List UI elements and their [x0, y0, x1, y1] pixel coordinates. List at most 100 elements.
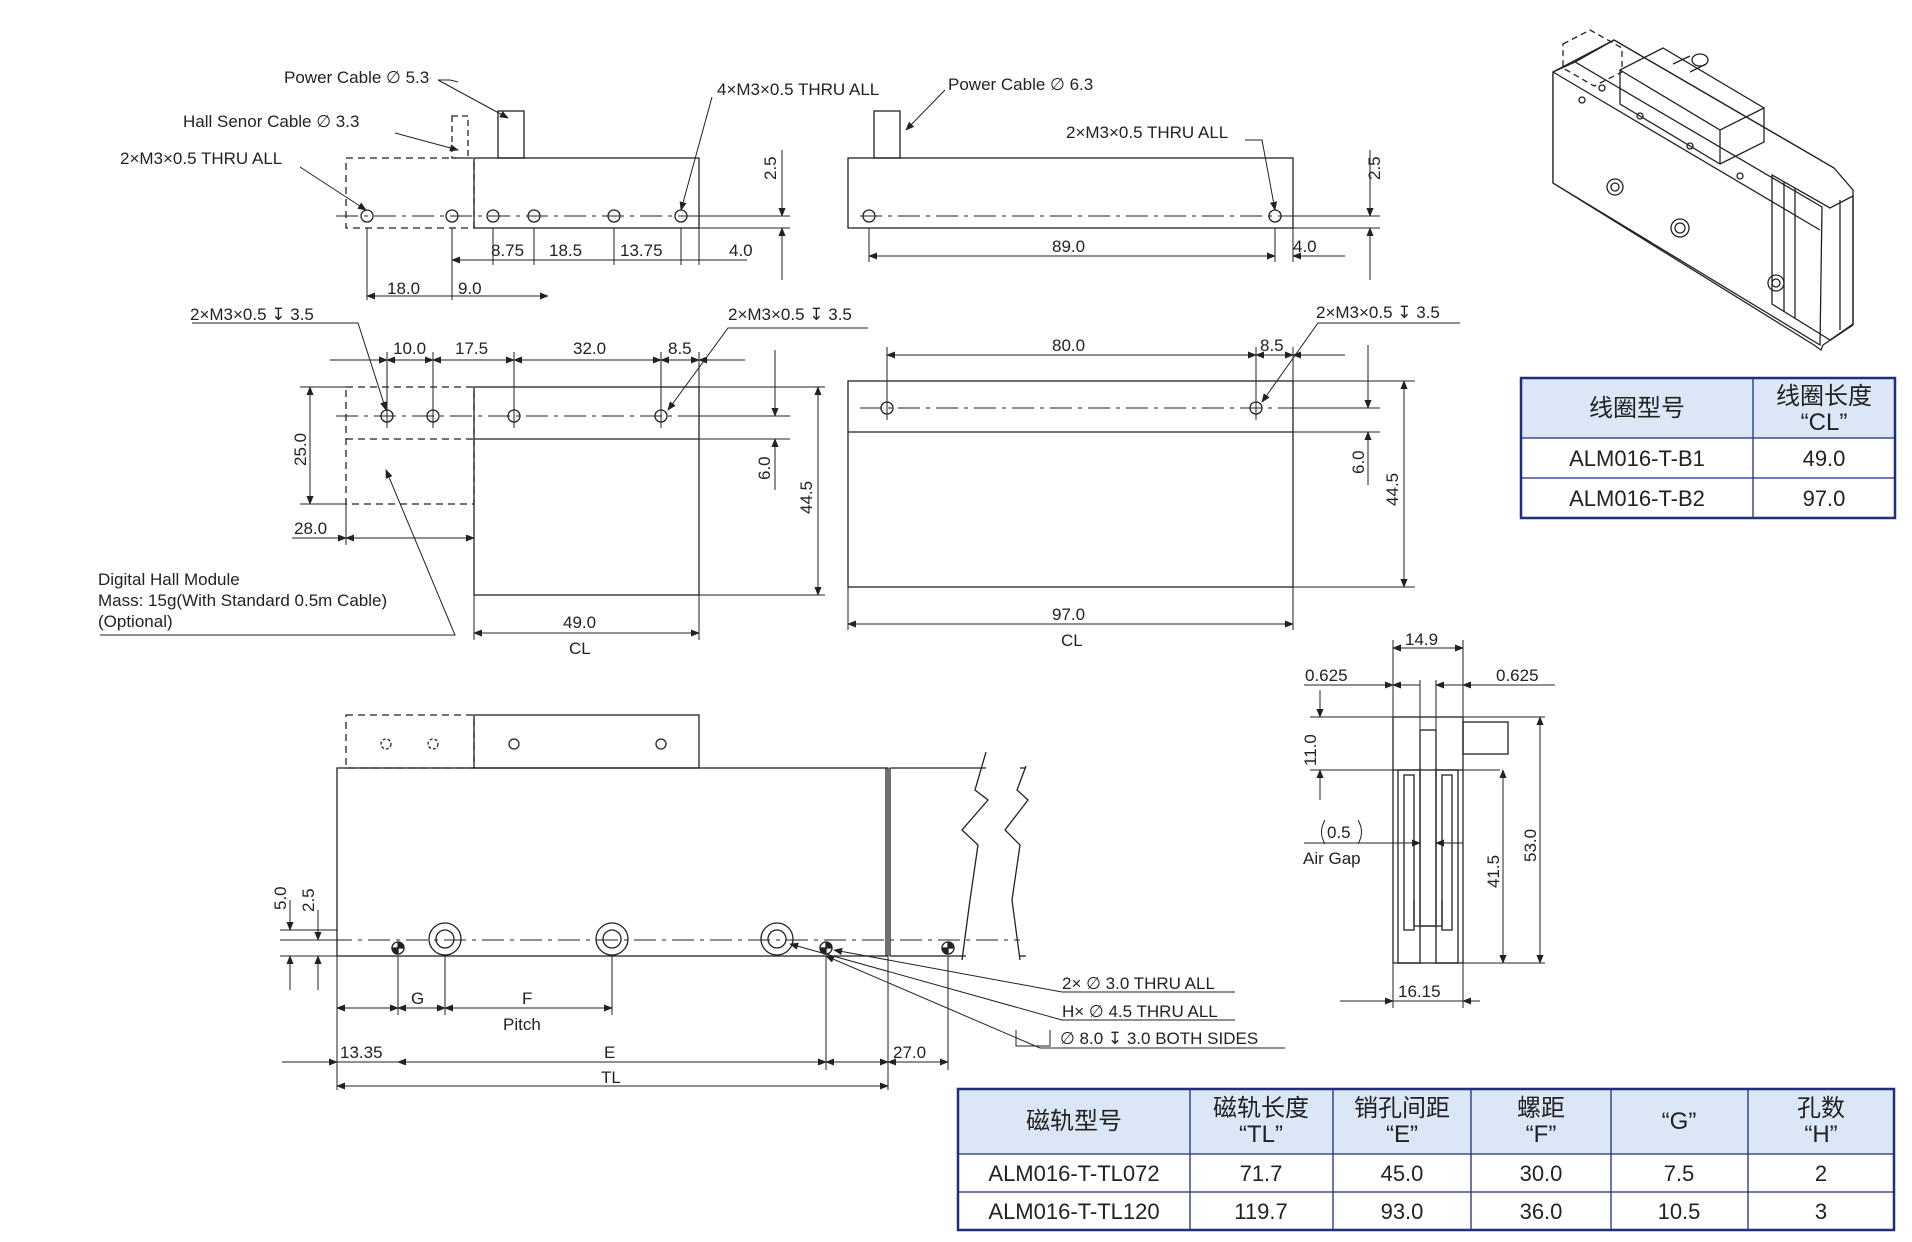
dim-pitch: Pitch	[503, 1015, 541, 1034]
dim-g: G	[411, 989, 424, 1008]
track-row2-model: ALM016-T-TL120	[988, 1199, 1159, 1224]
dim-14-9: 14.9	[1405, 630, 1438, 649]
coil-row2-model: ALM016-T-B2	[1569, 486, 1705, 511]
track-labels: 2× ∅ 3.0 THRU ALL H× ∅ 4.5 THRU ALL ∅ 8.…	[271, 886, 1258, 1087]
track-header-tl-1: 磁轨长度	[1213, 1095, 1309, 1122]
front-left-view	[100, 322, 868, 640]
track-row1-h: 2	[1815, 1161, 1827, 1186]
side-view	[1304, 640, 1555, 1008]
dim-53-0: 53.0	[1521, 829, 1540, 862]
track-row2-f: 36.0	[1520, 1199, 1563, 1224]
coil-table: 线圈型号 线圈长度 “CL” ALM016-T-B1 49.0 ALM016-T…	[1519, 376, 1897, 520]
dim-13-75: 13.75	[620, 241, 663, 260]
front-left-labels: 2×M3×0.5 ↧ 3.5 2×M3×0.5 ↧ 3.5 10.0 17.5 …	[98, 305, 852, 658]
dim-tl: TL	[601, 1068, 621, 1087]
label-air-gap: Air Gap	[1303, 849, 1361, 868]
dim-8-75: 8.75	[491, 241, 524, 260]
note-power-cable-6-3: Power Cable ∅ 6.3	[948, 75, 1093, 94]
coil-row1-model: ALM016-T-B1	[1569, 446, 1705, 471]
track-header-tl-2: “TL”	[1239, 1121, 1283, 1148]
dim-0-5: 0.5	[1327, 823, 1351, 842]
front-right-labels: 2×M3×0.5 ↧ 3.5 80.0 8.5 6.0 44.5 97.0 CL	[1052, 303, 1440, 650]
dim-18-0: 18.0	[387, 279, 420, 298]
top-right-labels: Power Cable ∅ 6.3 2×M3×0.5 THRU ALL 89.0…	[948, 75, 1384, 256]
note-thru-right: 4×M3×0.5 THRU ALL	[717, 80, 879, 99]
dim-2-5-right: 2.5	[1365, 156, 1384, 180]
note-thru-2x: 2×M3×0.5 THRU ALL	[1066, 123, 1228, 142]
dim-44-5: 44.5	[797, 481, 816, 514]
note-hall-module: Digital Hall Module	[98, 570, 240, 589]
dim-44-5-right: 44.5	[1383, 473, 1402, 506]
track-row1-e: 45.0	[1381, 1161, 1424, 1186]
track-row2-e: 93.0	[1381, 1199, 1424, 1224]
track-header-f-2: “F”	[1526, 1121, 1557, 1148]
track-row1-f: 30.0	[1520, 1161, 1563, 1186]
note-hole-4-5: H× ∅ 4.5 THRU ALL	[1062, 1002, 1218, 1021]
note-hall-cable: Hall Senor Cable ∅ 3.3	[183, 112, 359, 131]
side-labels: 14.9 0.625 0.625 11.0 0.5 Air Gap 41.5 5…	[1301, 630, 1540, 1001]
dim-25-0: 25.0	[291, 433, 310, 466]
dim-4-0: 4.0	[729, 241, 753, 260]
dim-8-5: 8.5	[668, 339, 692, 358]
dim-16-15: 16.15	[1398, 982, 1441, 1001]
track-row1-model: ALM016-T-TL072	[988, 1161, 1159, 1186]
iso-view	[1552, 29, 1854, 352]
track-header-h-2: “H”	[1804, 1121, 1837, 1148]
note-hall-mass: Mass: 15g(With Standard 0.5m Cable)	[98, 591, 387, 610]
dim-4-0-right: 4.0	[1293, 237, 1317, 256]
note-thru-left: 2×M3×0.5 THRU ALL	[120, 149, 282, 168]
dim-f: F	[522, 989, 532, 1008]
dim-2-5: 2.5	[761, 156, 780, 180]
dim-97-0: 97.0	[1052, 605, 1085, 624]
dim-41-5: 41.5	[1484, 855, 1503, 888]
dim-e: E	[604, 1043, 615, 1062]
track-header-e-2: “E”	[1386, 1121, 1418, 1148]
track-view	[280, 714, 1285, 1090]
top-right-view	[847, 89, 1380, 280]
coil-row2-length: 97.0	[1803, 486, 1846, 511]
note-hole-8-0: ∅ 8.0 ↧ 3.0 BOTH SIDES	[1060, 1029, 1258, 1048]
top-left-labels: Power Cable ∅ 5.3 Hall Senor Cable ∅ 3.3…	[120, 68, 879, 298]
dim-17-5: 17.5	[455, 339, 488, 358]
track-table: 磁轨型号 磁轨长度 “TL” 销孔间距 “E” 螺距 “F” “G” 孔数 “H…	[956, 1087, 1896, 1232]
dim-8-5-right: 8.5	[1260, 336, 1284, 355]
top-left-view	[299, 79, 790, 300]
dim-11-0: 11.0	[1301, 734, 1320, 766]
coil-header-length-1: 线圈长度	[1776, 383, 1872, 410]
front-right-view	[847, 322, 1460, 630]
coil-header-model: 线圈型号	[1589, 395, 1685, 422]
note-tap-right: 2×M3×0.5 ↧ 3.5	[728, 305, 852, 324]
dim-9-0: 9.0	[458, 279, 482, 298]
track-header-e-1: 销孔间距	[1354, 1095, 1450, 1122]
dim-6-0-right: 6.0	[1349, 450, 1368, 474]
dim-27-0: 27.0	[893, 1043, 926, 1062]
track-header-f-1: 螺距	[1517, 1095, 1565, 1122]
note-hole-3-0: 2× ∅ 3.0 THRU ALL	[1062, 974, 1215, 993]
dim-32-0: 32.0	[573, 339, 606, 358]
track-row2-h: 3	[1815, 1199, 1827, 1224]
note-tap-front-right: 2×M3×0.5 ↧ 3.5	[1316, 303, 1440, 322]
dim-cl-left: CL	[569, 639, 591, 658]
dim-6-0: 6.0	[755, 456, 774, 480]
dim-28-0: 28.0	[294, 519, 327, 538]
track-row2-tl: 119.7	[1234, 1199, 1287, 1224]
coil-row1-length: 49.0	[1803, 446, 1846, 471]
dim-2-5-track: 2.5	[299, 888, 318, 912]
dim-10-0: 10.0	[393, 339, 426, 358]
track-header-h-1: 孔数	[1797, 1095, 1845, 1122]
dim-80-0: 80.0	[1052, 336, 1085, 355]
dim-18-5: 18.5	[549, 241, 582, 260]
note-tap-left: 2×M3×0.5 ↧ 3.5	[190, 305, 314, 324]
dim-0-625-left: 0.625	[1305, 666, 1348, 685]
note-hall-optional: (Optional)	[98, 612, 173, 631]
dim-5-0: 5.0	[271, 886, 290, 910]
dim-0-625-right: 0.625	[1496, 666, 1539, 685]
track-row1-g: 7.5	[1664, 1161, 1695, 1186]
track-header-g: “G”	[1662, 1108, 1697, 1135]
dim-cl-right: CL	[1061, 631, 1083, 650]
track-header-model: 磁轨型号	[1026, 1108, 1122, 1135]
note-power-cable-5-3: Power Cable ∅ 5.3	[284, 68, 429, 87]
track-row1-tl: 71.7	[1240, 1161, 1283, 1186]
